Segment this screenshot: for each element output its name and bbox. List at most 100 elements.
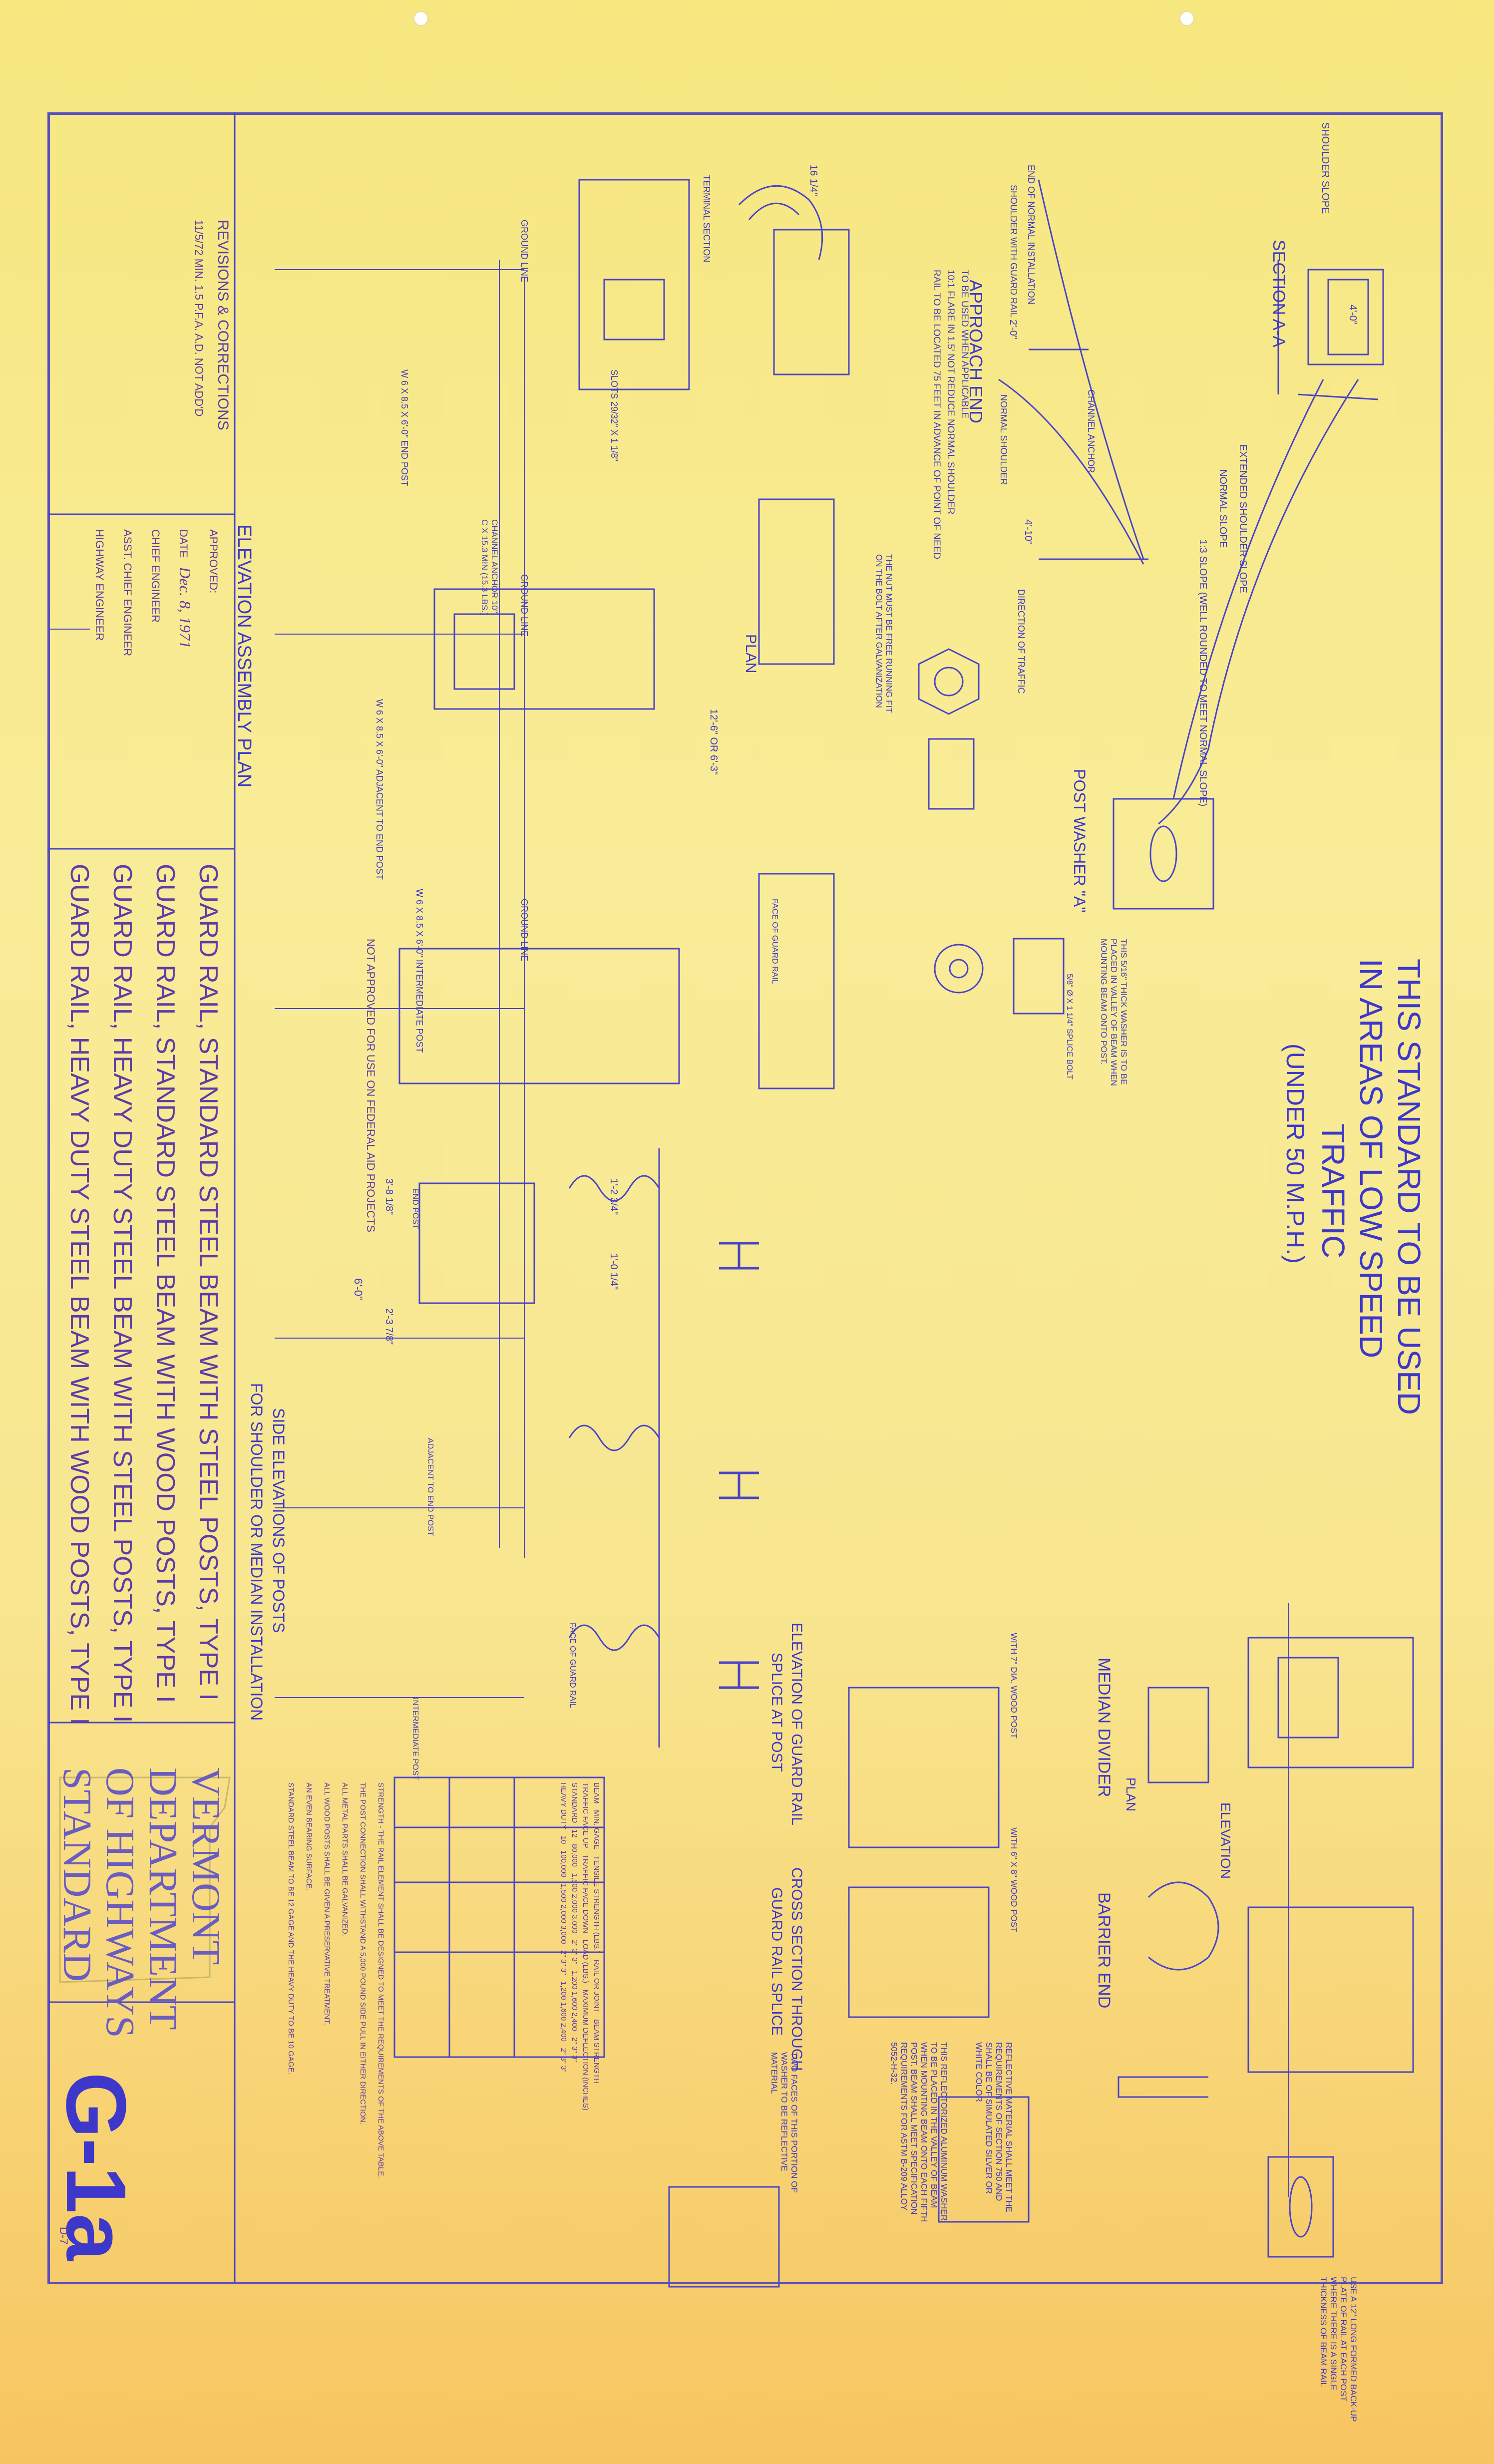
- ground-line-label: GROUND LINE: [519, 220, 529, 283]
- slope-note: 1:3 SLOPE (WELL ROUNDED TO MEET NORMAL S…: [1197, 539, 1208, 807]
- asst-chief-engineer-label: ASST. CHIEF ENGINEER: [121, 529, 134, 657]
- notice-line-2: IN AREAS OF LOW SPEED: [1353, 959, 1389, 1359]
- elevation-splice-line-1: ELEVATION OF GUARD RAIL: [788, 1623, 805, 1825]
- adjacent-end-post-label: ADJACENT TO END POST: [426, 1438, 434, 1536]
- elevation-label: ELEVATION: [1218, 1802, 1233, 1879]
- low-speed-notice: THIS STANDARD TO BE USED IN AREAS OF LOW…: [1276, 959, 1428, 1415]
- table-cell: 2": [559, 1950, 568, 1957]
- table-header-load: LOAD (LBS.): [581, 1939, 590, 1984]
- dim-bolt-note: 5/8" Ø X 1 1/4" SPLICE BOLT: [1065, 974, 1074, 1080]
- dim-adj-post-spec: W 6 X 8.5 X 6'-0" ADJACENT TO END POST: [374, 699, 384, 880]
- revisions-block: REVISIONS & CORRECTIONS 11/5/72 MIN. 1.5…: [187, 220, 235, 430]
- table-cell: 3": [570, 1948, 579, 1956]
- notice-line-4: (UNDER 50 M.P.H.): [1281, 1044, 1309, 1264]
- table-cell: 3,000: [570, 1914, 579, 1934]
- face-guard-rail-plan-label: FACE OF GUARD RAIL: [770, 899, 779, 984]
- table-cell: 1,200: [559, 1981, 568, 2000]
- table-cell: 1,500: [570, 1873, 579, 1892]
- table-header-rail-joint: RAIL OR JOINT: [592, 1959, 601, 2013]
- table-cell: 3": [570, 1957, 579, 1965]
- notice-line-3: TRAFFIC: [1315, 1123, 1351, 1259]
- table-cell: 1,500: [559, 1883, 568, 1903]
- table-header-gage: MIN. GAGE: [592, 1810, 601, 1850]
- dim-wood-post-7: WITH 7" DIA. WOOD POST: [1009, 1633, 1019, 1739]
- reflector-note: THIS REFLECTORIZED ALUMINUM WASHER TO BE…: [889, 2042, 949, 2222]
- dim-6-0: 6'-0": [352, 1278, 365, 1300]
- agency-line-3: OF HIGHWAYS: [98, 1767, 142, 2038]
- title-line-1: GUARD RAIL, STANDARD STEEL BEAM WITH STE…: [194, 864, 223, 1701]
- approach-note-1: TO BE USED WHEN APPLICABLE: [959, 270, 970, 419]
- elevation-splice-label: ELEVATION OF GUARD RAIL SPLICE AT POST: [766, 1623, 806, 1825]
- revision-entry: 11/5/72 MIN. 1.5 P.F.A. A.D. NOT ADD'D: [193, 220, 205, 417]
- plan-label-median: PLAN: [1123, 1777, 1138, 1811]
- table-note: THE POST CONNECTION SHALL WITHSTAND A 5,…: [359, 1782, 367, 2125]
- title-line-3: GUARD RAIL, HEAVY DUTY STEEL BEAM WITH S…: [108, 864, 137, 1723]
- dim-end-post-spec: W 6 X 8.5 X 6'-0" END POST: [399, 369, 409, 486]
- table-cell: 12: [570, 1829, 579, 1838]
- date-value: Dec. 8, 1971: [176, 567, 194, 649]
- table-cell: 3": [559, 1959, 568, 1966]
- dim-1-0-1-4: 1'-0 1/4": [608, 1253, 619, 1290]
- dim-16-1-4: 16 1/4": [808, 165, 819, 196]
- post-washer-label: POST WASHER "A": [1071, 769, 1089, 913]
- date-label: DATE: [177, 529, 190, 558]
- revisions-heading: REVISIONS & CORRECTIONS: [215, 220, 231, 430]
- table-header-face-down: TRAFFIC FACE DOWN: [581, 1854, 590, 1933]
- not-approved-note: NOT APPROVED FOR USE ON FEDERAL AID PROJ…: [365, 939, 377, 1233]
- table-notes: STRENGTH - THE RAIL ELEMENT SHALL BE DES…: [282, 1782, 389, 2178]
- table-row: STANDARD 12 80,000 1,500 2,000 3,000 2" …: [569, 1782, 580, 2111]
- channel-anchor-label: CHANNEL ANCHOR: [1086, 389, 1096, 473]
- cross-section-label: CROSS SECTION THROUGH GUARD RAIL SPLICE: [766, 1867, 806, 2071]
- approach-notes: TO BE USED WHEN APPLICABLE 10:1 FLARE IN…: [929, 270, 971, 559]
- intermediate-post-label: INTERMEDIATE POST: [411, 1698, 419, 1780]
- table-cell: 2": [570, 2037, 579, 2045]
- elevation-splice-line-2: SPLICE AT POST: [768, 1653, 785, 1772]
- table-cell: 2": [570, 1940, 579, 1947]
- cross-section-line-1: CROSS SECTION THROUGH: [788, 1867, 805, 2071]
- dim-slots: SLOTS 29/32" X 1 1/8": [609, 369, 619, 461]
- approach-note-2: 10:1 FLARE IN 1.5' NOT REDUCE NORMAL SHO…: [945, 270, 956, 515]
- agency-line-2: DEPARTMENT: [141, 1767, 185, 2030]
- plan-label: PLAN: [743, 634, 759, 674]
- table-cell: 2,400: [559, 2023, 568, 2042]
- median-divider-label: MEDIAN DIVIDER: [1095, 1658, 1114, 1797]
- table-note: STANDARD STEEL BEAM TO BE 12 GAGE AND TH…: [287, 1782, 295, 2075]
- end-post-label: END POST: [411, 1188, 419, 1229]
- cross-section-line-2: GUARD RAIL SPLICE: [768, 1887, 785, 2036]
- table-cell: 2,400: [570, 2012, 579, 2031]
- dim-4-10: 4'-10": [1023, 519, 1034, 545]
- normal-shoulder-label: NORMAL SHOULDER: [999, 394, 1009, 485]
- dim-4-0: 4'-0": [1347, 305, 1358, 325]
- dim-12-6: 12'-6" OR 6'-3": [708, 709, 719, 775]
- side-elevations-label: SIDE ELEVATIONS OF POSTS FOR SHOULDER OR…: [246, 1383, 290, 1721]
- table-header-tensile: TENSILE STRENGTH (LBS.): [592, 1855, 601, 1954]
- drawing-titles: GUARD RAIL, STANDARD STEEL BEAM WITH STE…: [58, 864, 230, 1725]
- barrier-end-label: BARRIER END: [1095, 1892, 1114, 2009]
- table-header-deflection: MAXIMUM DEFLECTION (INCHES): [581, 1989, 590, 2111]
- side-elevations-line-2: FOR SHOULDER OR MEDIAN INSTALLATION: [248, 1383, 266, 1721]
- table-cell: 1,600: [570, 1991, 579, 2011]
- dim-3-8-1-8: 3'-8 1/8": [383, 1178, 394, 1215]
- table-cell: 2,000: [570, 1894, 579, 1913]
- backup-plate-note: USE A 12" LONG FORMED BACK-UP PLATE OF R…: [1319, 2277, 1358, 2422]
- dim-2-0: 2'-0": [1008, 320, 1019, 340]
- punch-hole: [1179, 11, 1194, 26]
- table-cell: 3,000: [559, 1925, 568, 1944]
- small-sheet-code: D-7: [57, 2227, 70, 2245]
- table-cell: 3": [570, 2046, 579, 2053]
- table-note: ALL WOOD POSTS SHALL BE GIVEN A PRESERVA…: [323, 1782, 331, 2025]
- shoulder-with-rail-label: SHOULDER WITH GUARD RAIL: [1009, 185, 1019, 318]
- table-cell: 3": [570, 2055, 579, 2062]
- agency-line-4: STANDARD: [55, 1767, 99, 1982]
- table-note: AN EVEN BEARING SURFACE.: [305, 1782, 313, 1891]
- direction-traffic-label: DIRECTION OF TRAFFIC: [1016, 589, 1026, 694]
- table-cell: 2": [559, 2048, 568, 2055]
- table-cell: 3": [559, 1968, 568, 1975]
- dim-int-post-spec: W 6 X 8.5 X 6'-0" INTERMEDIATE POST: [414, 889, 424, 1053]
- dim-2-3-7-8: 2'-3 7/8": [383, 1308, 394, 1345]
- end-normal-install-label: END OF NORMAL INSTALLATION: [1026, 165, 1036, 305]
- table-cell: 2,000: [559, 1904, 568, 1923]
- table-cell: 3": [559, 2066, 568, 2073]
- ground-line-label-2: GROUND LINE: [519, 574, 529, 637]
